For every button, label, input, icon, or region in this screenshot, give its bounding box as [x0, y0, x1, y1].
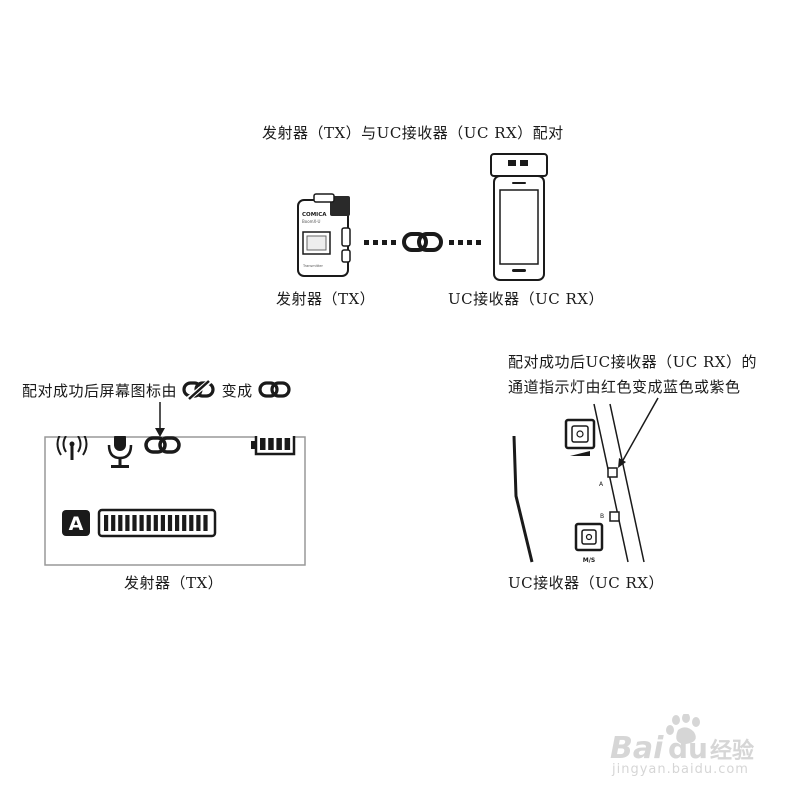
- lcd-note-mid: 变成: [221, 382, 253, 400]
- battery-bar: [284, 438, 291, 450]
- level-bar: [118, 515, 123, 531]
- level-bar: [132, 515, 137, 531]
- battery-icon: [251, 436, 296, 456]
- watermark-url: jingyan.baidu.com: [612, 762, 749, 777]
- svg-text:du: du: [668, 732, 708, 765]
- receiver-rail-inner: [609, 403, 645, 563]
- level-bar: [153, 515, 158, 531]
- lcd-pointer-arrow: [155, 402, 165, 437]
- level-bar: [196, 515, 201, 531]
- led-a-label: A: [599, 481, 604, 488]
- unlinked-icon: [182, 380, 215, 400]
- ms-label: M/S: [583, 557, 595, 564]
- level-bar: [167, 515, 173, 531]
- level-bar: [175, 515, 180, 531]
- battery-bar: [268, 438, 274, 450]
- dotted-line-left: [364, 240, 396, 245]
- rx-device-label: UC接收器（UC RX）: [448, 290, 604, 308]
- rx-caption: UC接收器（UC RX）: [508, 574, 664, 592]
- level-bar: [125, 515, 130, 531]
- receiver-button-ms: M/S: [574, 522, 604, 564]
- pairing-title: 发射器（TX）与UC接收器（UC RX）配对: [262, 124, 564, 142]
- led-b-label: B: [600, 513, 604, 520]
- receiver-button-top: [564, 418, 596, 456]
- level-bar: [139, 515, 144, 531]
- lcd-caption: 发射器（TX）: [124, 574, 224, 592]
- lcd-note-prefix: 配对成功后屏幕图标由: [22, 382, 178, 400]
- level-bar: [146, 515, 151, 531]
- level-bar: [203, 515, 208, 531]
- level-bar: [160, 515, 165, 531]
- receiver-body-edge: [512, 435, 534, 563]
- svg-text:Bai: Bai: [610, 731, 664, 766]
- tx-brand: COMICA: [302, 212, 327, 218]
- rx-pointer-line: [621, 397, 659, 463]
- pairing-connection: [364, 232, 481, 252]
- channel-badge: A: [62, 510, 90, 536]
- level-meter: [97, 508, 217, 538]
- signal-icon: [56, 436, 88, 460]
- svg-text:经验: 经验: [710, 738, 754, 764]
- phone-with-receiver-illustration: [490, 153, 548, 281]
- lcd-note: 配对成功后屏幕图标由 变成: [22, 380, 292, 401]
- channel-label: A: [69, 513, 84, 535]
- lcd-link-icon: [144, 436, 181, 454]
- dotted-line-right: [449, 240, 481, 245]
- microphone-icon: [107, 436, 133, 468]
- link-icon: [402, 232, 443, 252]
- battery-bar: [260, 438, 266, 450]
- baidu-watermark-logo: Bai du 经验: [610, 714, 754, 766]
- led-b: B: [600, 511, 620, 522]
- receiver-rail-outer: [593, 403, 629, 563]
- linked-icon: [258, 381, 291, 398]
- tx-model: BoomX-U: [302, 219, 321, 224]
- transmitter-device-illustration: COMICA BoomX-U Transmitter: [297, 193, 351, 277]
- level-bar: [111, 515, 116, 531]
- tx-sub: Transmitter: [302, 264, 324, 268]
- tx-device-label: 发射器（TX）: [276, 290, 376, 308]
- level-bar: [104, 515, 109, 531]
- battery-bar: [276, 438, 282, 450]
- receiver-panel-illustration: M/S A B: [512, 397, 659, 564]
- rx-note-line1: 配对成功后UC接收器（UC RX）的: [508, 353, 757, 371]
- level-bar: [182, 515, 187, 531]
- rx-note-line2: 通道指示灯由红色变成蓝色或紫色: [508, 378, 741, 396]
- lcd-screen: A: [44, 436, 306, 566]
- led-a: A: [599, 467, 618, 488]
- level-bar: [189, 515, 194, 531]
